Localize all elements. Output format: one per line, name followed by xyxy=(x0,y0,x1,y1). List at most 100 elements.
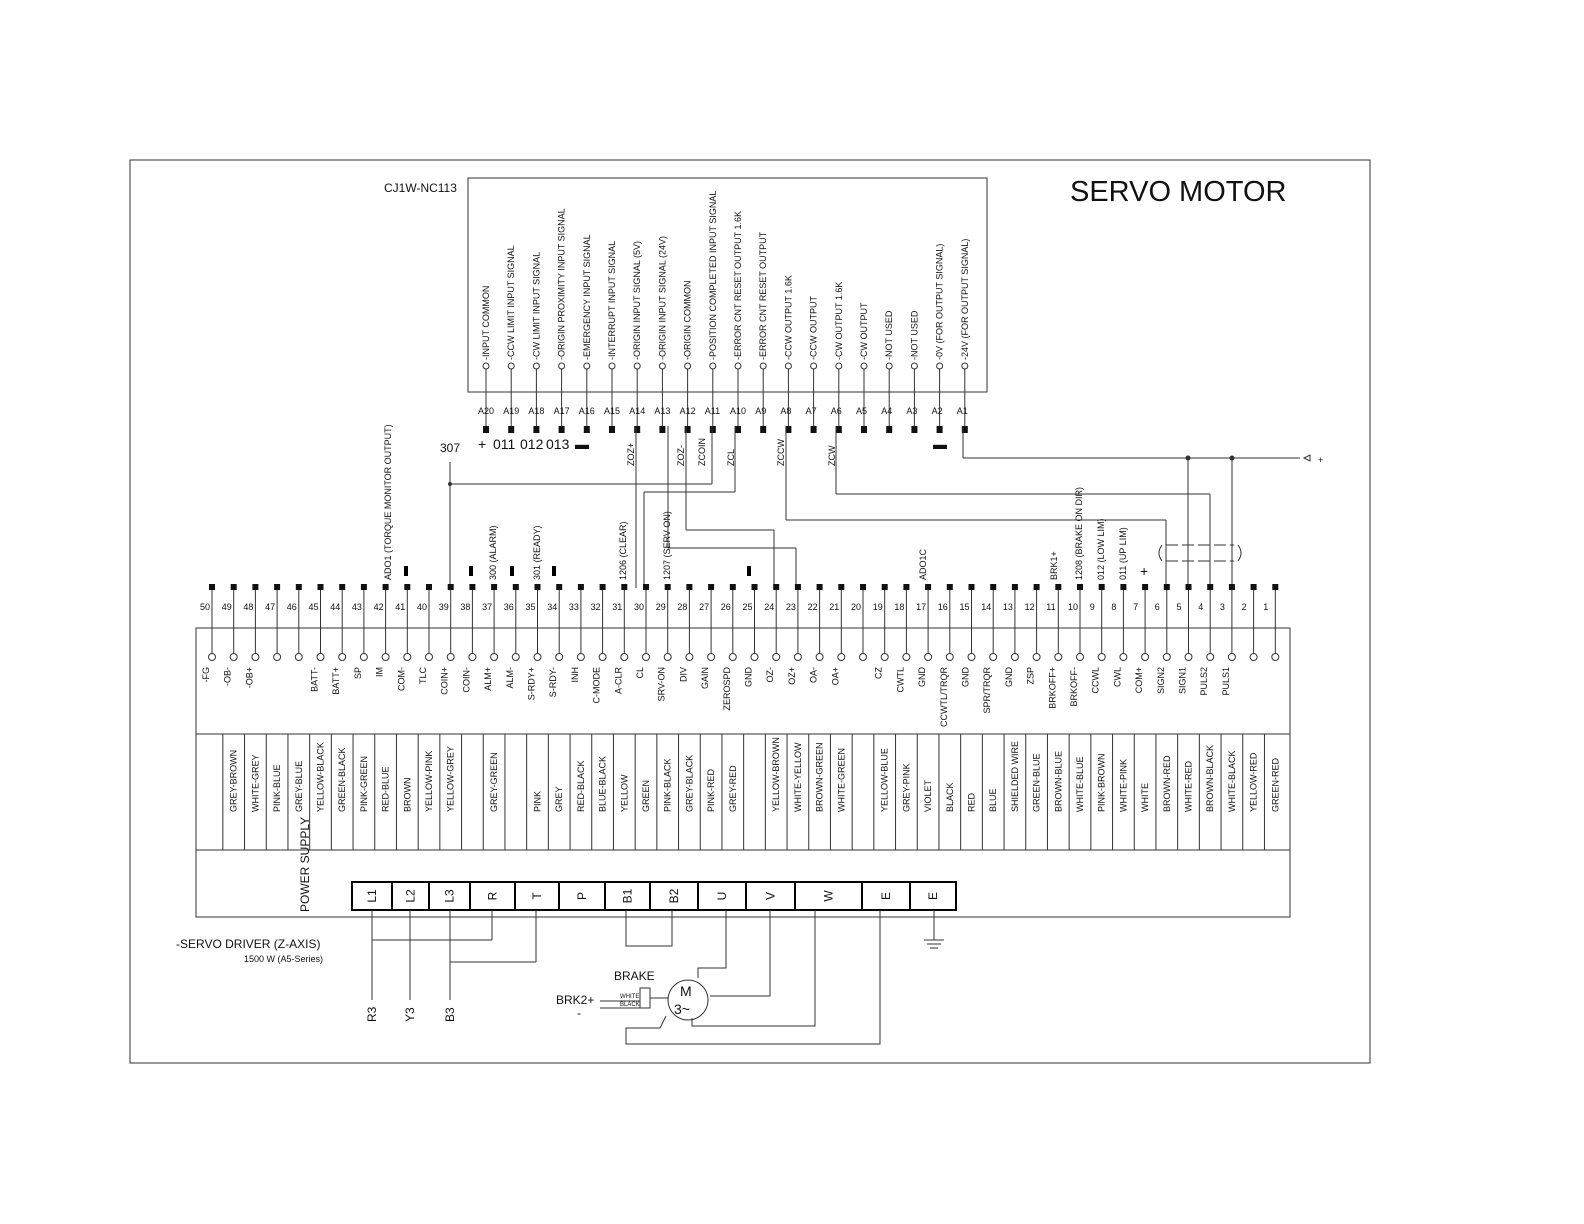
driver-pin-plug xyxy=(491,584,498,590)
power-terminal-label: B1 xyxy=(621,888,635,903)
driver-pin-terminal xyxy=(859,653,867,661)
controller-pin-id: A10 xyxy=(730,406,746,416)
driver-pin-terminal xyxy=(1097,653,1106,661)
driver-pin-plug xyxy=(860,584,866,590)
driver-pin-signal: BRKOFF+ xyxy=(1047,667,1057,709)
driver-pin-number: 32 xyxy=(591,602,601,612)
driver-pin-terminal xyxy=(1119,653,1128,661)
driver-pin-wire-color: WHITE-BLACK xyxy=(1227,750,1237,812)
controller-pin-terminal xyxy=(532,362,540,370)
controller-pin-signal: -EMERGENCY INPUT SIGNAL xyxy=(582,234,592,360)
controller-pin-plug xyxy=(735,426,741,433)
brk2-minus: - xyxy=(577,1006,581,1020)
minus-mark-34 xyxy=(552,566,556,576)
controller-pin-plug xyxy=(483,426,489,433)
driver-pin-plug xyxy=(209,584,215,590)
controller-pin-signal: -NOT USED xyxy=(909,310,919,360)
label-307: 307 xyxy=(440,441,460,455)
driver-pin-plug xyxy=(1077,584,1083,590)
driver-pin-wire-color: GREEN xyxy=(641,780,651,812)
driver-pin-number: 37 xyxy=(482,602,492,612)
controller-pin-plug xyxy=(709,426,716,433)
driver-pin-number: 20 xyxy=(851,602,861,612)
driver-pin-plug xyxy=(599,584,606,590)
driver-pin-terminal xyxy=(750,653,759,661)
wire-label-zcl: ZCL xyxy=(726,449,736,466)
driver-pin-signal: SRV-ON xyxy=(657,667,667,701)
driver-pin-wire-color: GREY-BROWN xyxy=(229,750,239,812)
driver-pin-plug xyxy=(773,584,780,590)
driver-pin-number: 41 xyxy=(395,602,405,612)
driver-pin-wire-color: GREY-RED xyxy=(728,765,738,812)
driver-pin-signal: BATT+ xyxy=(331,667,341,695)
driver-pin-plug xyxy=(1185,584,1192,590)
power-terminal xyxy=(558,881,606,911)
driver-pin-number: 47 xyxy=(265,602,275,612)
driver-pin-plug xyxy=(903,584,910,590)
controller-pin-plug xyxy=(785,426,792,433)
power-terminal xyxy=(745,881,796,911)
driver-pin-plug xyxy=(469,584,476,590)
driver-pin-plug xyxy=(1142,584,1149,590)
minus-mark-25 xyxy=(747,566,751,576)
controller-pin-terminal xyxy=(608,362,616,370)
label-ado1: ADO1 (TORQUE MONITOR OUTPUT) xyxy=(383,424,393,580)
power-terminal-label: T xyxy=(530,892,544,900)
driver-pin-number: 30 xyxy=(634,602,644,612)
driver-pin-number: 17 xyxy=(916,602,926,612)
driver-pin-signal: A-CLR xyxy=(613,667,623,695)
driver-pin-plug xyxy=(404,584,411,590)
controller-pin-signal: -ERROR CNT RESET OUTPUT 1.6K xyxy=(733,211,743,360)
driver-pin-terminal xyxy=(685,653,694,661)
controller-pin-id: A19 xyxy=(503,406,519,416)
driver-pin-number: 42 xyxy=(374,602,384,612)
driver-pin-signal: GND xyxy=(917,667,927,688)
driver-pin-terminal xyxy=(511,653,520,661)
wire-label-supply-plus: + xyxy=(1318,455,1323,465)
driver-pin-number: 12 xyxy=(1025,602,1035,612)
driver-pin-wire-color: PINK-BLACK xyxy=(663,758,673,812)
controller-pin-plug xyxy=(760,426,767,433)
label-ready: 301 (READY) xyxy=(532,525,542,580)
driver-pin-number: 38 xyxy=(460,602,470,612)
controller-pin-id: A1 xyxy=(957,406,968,416)
driver-pin-signal: OZ+ xyxy=(787,667,797,685)
controller-pin-signal: -CW OUTPUT 1.6K xyxy=(834,282,844,360)
controller-pin-id: A16 xyxy=(579,406,595,416)
driver-pin-terminal xyxy=(1206,653,1215,661)
driver-pin-number: 15 xyxy=(960,602,970,612)
controller-pin-plug xyxy=(936,426,943,433)
wire-label-013: 013 xyxy=(546,436,570,452)
controller-pin-signal: -CW OUTPUT xyxy=(859,302,869,360)
driver-pin-terminal xyxy=(294,653,303,661)
driver-pin-plug xyxy=(1207,584,1214,590)
driver-pin-terminal xyxy=(1010,653,1019,661)
driver-pin-signal: SP xyxy=(353,667,363,679)
driver-pin-number: 9 xyxy=(1090,602,1095,612)
driver-pin-signal: -OB+ xyxy=(244,667,254,688)
driver-pin-terminal xyxy=(598,653,607,661)
controller-pin-terminal xyxy=(558,362,566,370)
driver-pin-plug xyxy=(447,584,454,590)
driver-pin-number: 27 xyxy=(699,602,709,612)
driver-pin-number: 1 xyxy=(1263,602,1268,612)
driver-pin-number: 11 xyxy=(1046,602,1055,612)
controller-pin-signal: -POSITION COMPLETED INPUT SIGNAL xyxy=(708,191,718,360)
driver-pin-number: 24 xyxy=(764,602,774,612)
controller-model: CJ1W-NC113 xyxy=(384,181,457,195)
driver-pin-plug xyxy=(1011,584,1018,590)
label-servo-on: 1207 (SERV ON) xyxy=(662,511,672,580)
driver-pin-wire-color: WHITE-YELLOW xyxy=(793,742,803,812)
driver-pin-signal: CWTL xyxy=(895,667,905,693)
power-terminal xyxy=(909,881,957,911)
driver-pin-wire-color: BLUE xyxy=(988,788,998,812)
driver-pin-plug xyxy=(729,584,736,590)
phase-b3: B3 xyxy=(443,1007,457,1022)
controller-pin-terminal xyxy=(810,362,818,370)
power-terminal-label: E xyxy=(879,892,893,900)
driver-pin-number: 36 xyxy=(504,602,514,612)
driver-pin-signal: GAIN xyxy=(700,667,710,689)
driver-pin-signal: S-RDY- xyxy=(548,667,558,697)
driver-pin-signal: ZSP xyxy=(1026,667,1036,685)
